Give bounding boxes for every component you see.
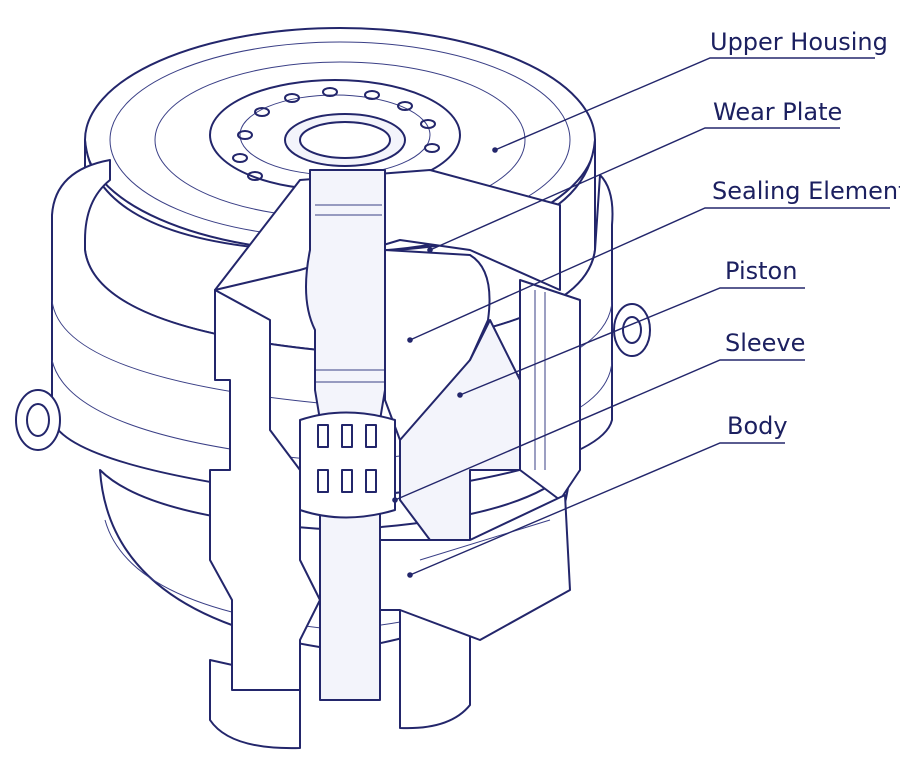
top-flange <box>209 79 461 191</box>
label-upper-housing: Upper Housing <box>710 28 888 56</box>
label-body: Body <box>727 412 788 440</box>
label-piston: Piston <box>725 257 797 285</box>
sleeve-cage <box>299 411 396 519</box>
callout-labels: Upper Housing Wear Plate Sealing Element… <box>710 28 900 440</box>
cutaway-section <box>209 169 581 701</box>
label-sleeve: Sleeve <box>725 329 805 357</box>
flange-bolt-holes <box>232 87 440 181</box>
label-wear-plate: Wear Plate <box>713 98 842 126</box>
label-sealing-element: Sealing Element <box>712 177 900 205</box>
leader-lines <box>392 57 890 578</box>
